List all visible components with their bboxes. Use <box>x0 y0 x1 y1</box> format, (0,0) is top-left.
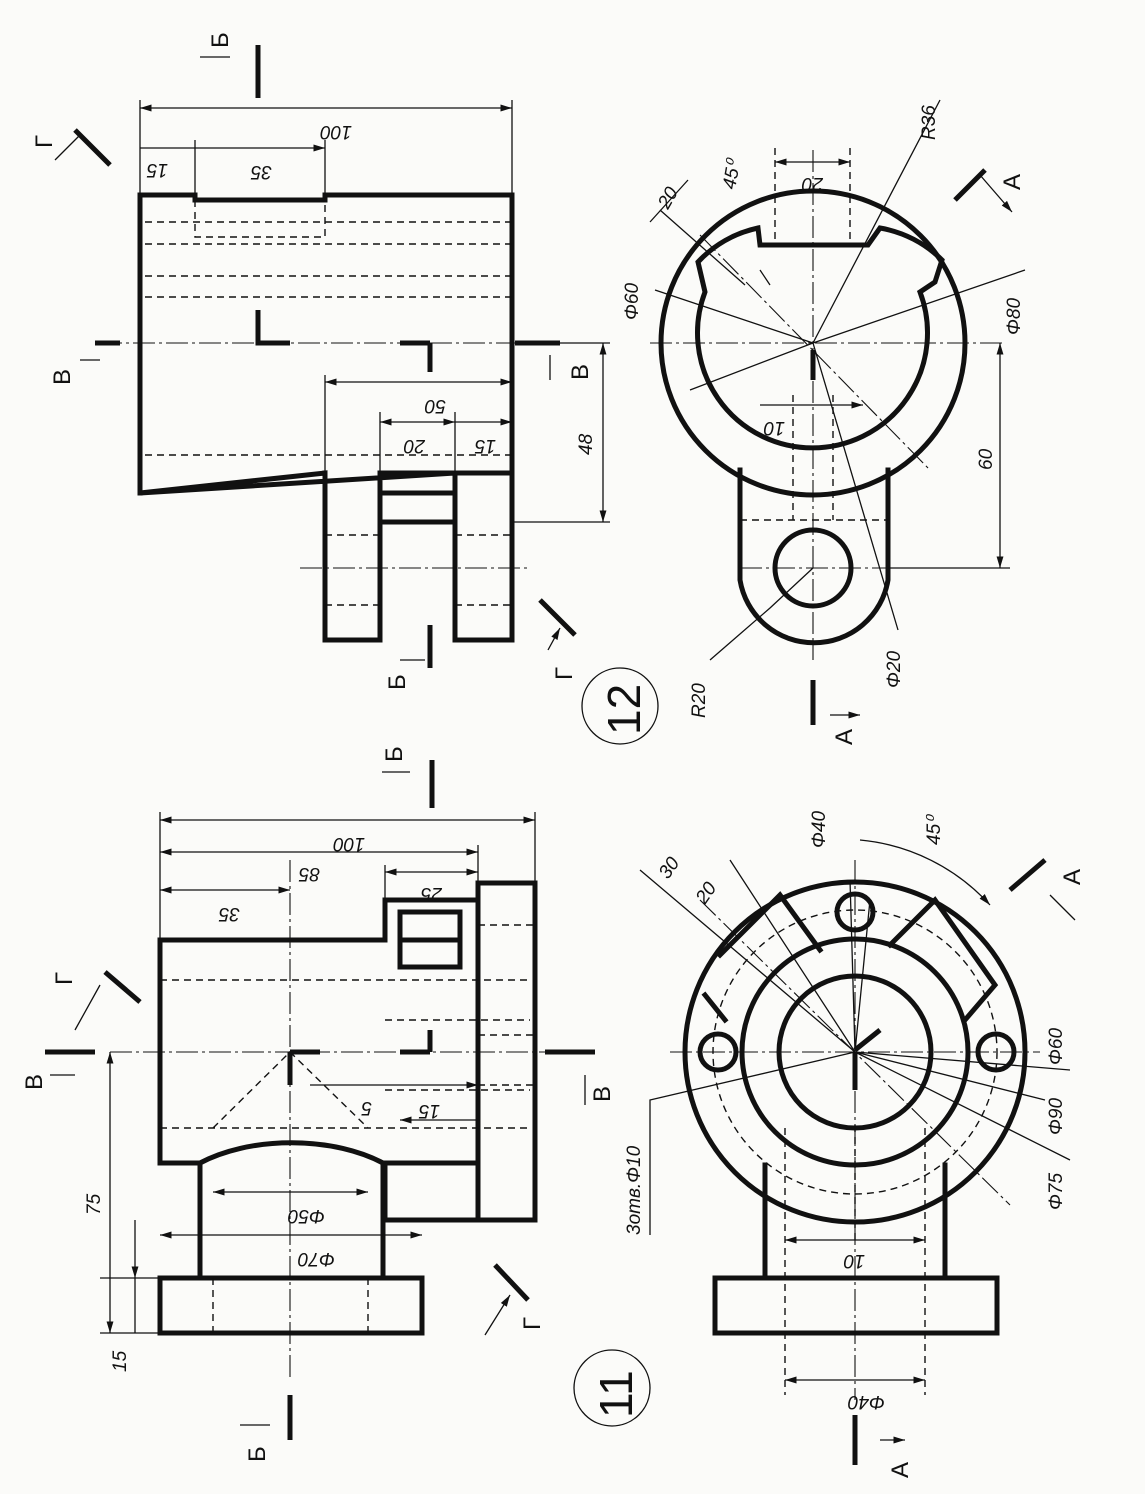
fig11-letter-g-bottom: Г <box>519 1317 546 1330</box>
fig11-holes-label: 3отв.Φ10 <box>624 1145 645 1235</box>
fig12-top-cut-marks <box>810 168 987 725</box>
fig11-dim-5: 5 <box>361 1097 372 1118</box>
fig11-dim-35: 35 <box>218 903 240 924</box>
fig11-dim-phi40-bottom: Φ40 <box>848 1391 885 1412</box>
fig12-top-leaders <box>654 99 1026 661</box>
fig11-centerlines <box>110 860 560 1380</box>
fig12-dim-phi60: Φ60 <box>622 283 643 320</box>
fig11-number-badge: 11 <box>573 1349 651 1427</box>
fig11-top-cut-marks <box>852 858 1047 1465</box>
fig12-dim-10: 10 <box>763 417 785 438</box>
fig11-top-view <box>639 839 1076 1465</box>
fig11-dim-75: 75 <box>84 1193 105 1215</box>
fig12-dim-20-slot: 20 <box>801 173 824 194</box>
fig11-top-hidden <box>784 1125 926 1395</box>
fig11-dim-phi50: Φ50 <box>288 1205 325 1226</box>
fig11-letter-a-bottom: А <box>887 1462 914 1478</box>
fig12-dim-20-angled: 20 <box>654 183 683 213</box>
fig12-letter-a-bottom: А <box>831 729 858 745</box>
fig11-dim-10: 10 <box>843 1250 865 1271</box>
fig12-dim-35: 35 <box>250 161 272 182</box>
fig12-letter-a-top: А <box>999 174 1026 190</box>
fig11-side-view <box>45 760 595 1440</box>
fig12-top-centerlines <box>650 150 1005 660</box>
fig11-letter-a-top: А <box>1059 869 1086 885</box>
fig12-body-outline <box>137 192 515 643</box>
fig11-dim-phi75: Φ75 <box>1046 1173 1067 1210</box>
fig12-letter-g-bottom: Г <box>551 667 578 680</box>
fig11-boss-outline <box>197 1140 386 1281</box>
fig12-lug-outline <box>737 467 891 646</box>
fig11-dim-phi40-top: Φ40 <box>809 811 830 848</box>
fig12-dim-48: 48 <box>576 433 597 455</box>
fig12-top-view <box>649 99 1026 725</box>
fig12-dim-60: 60 <box>976 448 997 470</box>
fig12-bore-with-keyway <box>695 224 945 451</box>
fig11-dim-15: 15 <box>418 1100 440 1121</box>
fig12-dim-45: 45⁰ <box>719 157 745 191</box>
fig11-dim-45: 45⁰ <box>924 814 945 845</box>
fig12-letter-v-right: В <box>567 364 594 380</box>
fig11-letter-g-top: Г <box>51 972 78 985</box>
fig11-dim-85: 85 <box>298 863 320 884</box>
fig12-number: 12 <box>598 684 650 735</box>
fig12-centerlines <box>100 342 530 569</box>
fig11-letter-v-left: В <box>21 1074 48 1090</box>
fig11-dim-100: 100 <box>333 833 365 854</box>
fig11-number: 11 <box>590 1370 642 1418</box>
fig12-number-badge: 12 <box>581 667 659 745</box>
fig12-dim-20: 20 <box>403 435 426 456</box>
fig11-slots <box>701 891 999 1024</box>
fig12-dim-phi20: Φ20 <box>884 651 905 688</box>
fig11-base-plate <box>157 1275 425 1336</box>
fig12-top-arrows <box>649 174 1012 222</box>
fig12-dim-100: 100 <box>320 121 352 142</box>
fig12-cut-arrows <box>54 56 560 661</box>
fig11-side-dimension-lines <box>100 812 536 1334</box>
fig11-cut-arrows <box>50 771 586 1426</box>
fig12-letter-b-top: Б <box>207 32 234 48</box>
fig11-letter-b-top: Б <box>381 746 408 762</box>
fig11-dim-phi70: Φ70 <box>298 1248 335 1269</box>
fig12-letter-g-top: Г <box>31 135 58 148</box>
fig12-dim-r36: R36 <box>919 105 940 140</box>
fig12-dim-15a: 15 <box>146 159 168 180</box>
fig11-cut-marks <box>45 760 595 1440</box>
fig11-top-base <box>712 1275 1000 1336</box>
fig11-dim-phi90: Φ90 <box>1046 1098 1067 1135</box>
fig11-dim-25: 25 <box>420 883 443 904</box>
fig12-letter-b-bottom: Б <box>384 674 411 690</box>
fig11-angle-45-arc <box>859 839 991 906</box>
fig11-dim-20: 20 <box>691 878 721 909</box>
fig12-top-hidden <box>740 148 888 521</box>
fig12-dim-15b: 15 <box>474 435 496 456</box>
fig11-stem <box>762 1162 948 1281</box>
fig12-dim-50: 50 <box>424 395 446 416</box>
fig12-dim-phi80: Φ80 <box>1004 298 1025 335</box>
fig11-letter-v-right: В <box>589 1086 616 1102</box>
fig11-dim-phi60: Φ60 <box>1046 1028 1067 1065</box>
fig12-side-dimension-lines <box>139 100 610 523</box>
fig12-letter-v-left: В <box>49 369 76 385</box>
fig11-letter-b-bottom: Б <box>244 1446 271 1462</box>
fig11-top-arrows <box>880 894 1076 1440</box>
fig11-top-leaders <box>639 859 1071 1235</box>
fig12-dim-r20: R20 <box>689 683 710 718</box>
fig11-dim-30: 30 <box>655 853 685 883</box>
fig12-hidden-lines <box>145 200 512 606</box>
fig11-dim-15b: 15 <box>110 1350 131 1372</box>
